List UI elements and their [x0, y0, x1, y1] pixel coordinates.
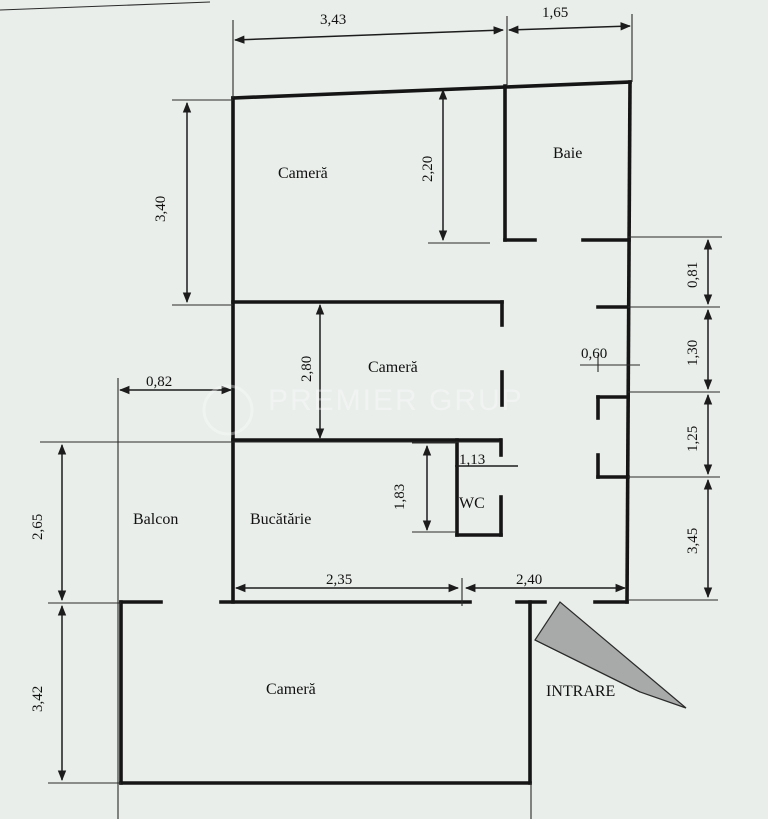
room-label-balcon: Balcon	[133, 511, 178, 528]
dimension-lines	[40, 14, 722, 819]
watermark: PREMIER GRUP	[202, 384, 524, 436]
dim-label-balcony-width: 0,82	[146, 374, 172, 390]
room-label-intrare: INTRARE	[546, 683, 615, 700]
dim-label-wc-height: 1,83	[392, 484, 408, 510]
dim-line-top-camera	[233, 26, 505, 44]
room-label-wc: WC	[459, 495, 485, 512]
dimension-labels: 3,43 1,65 3,40 2,20 2,80 0,82 1,13 1,83 …	[30, 5, 701, 712]
dim-label-kitchen-width: 2,35	[326, 572, 352, 588]
walls	[119, 80, 632, 785]
watermark-logo-icon	[202, 384, 254, 436]
room-label-camera-bottom: Cameră	[266, 681, 316, 698]
dim-label-top-camera: 3,43	[320, 12, 346, 28]
entry-arrow	[534, 601, 687, 709]
dim-label-entry-width: 2,40	[516, 572, 542, 588]
dim-label-bottom-camera-height: 3,42	[30, 686, 46, 712]
dim-label-balcony-height: 2,65	[30, 514, 46, 540]
dim-line-top-baie	[507, 22, 632, 34]
dim-label-right-b: 1,30	[685, 340, 701, 366]
room-label-camera-middle: Cameră	[368, 359, 418, 376]
dim-label-top-baie: 1,65	[542, 5, 568, 21]
dim-label-wc-width: 1,13	[459, 452, 485, 468]
room-labels: Cameră Baie Cameră WC Bucătărie Balcon C…	[133, 145, 615, 700]
wall-right	[625, 80, 632, 604]
room-label-camera-top: Cameră	[278, 165, 328, 182]
wall-top	[231, 80, 632, 100]
dim-label-inner-height: 2,20	[420, 156, 436, 182]
dim-label-right-d: 3,45	[685, 528, 701, 554]
dim-label-right-c: 1,25	[685, 426, 701, 452]
room-label-baie: Baie	[553, 145, 582, 162]
room-label-bucatarie: Bucătărie	[250, 511, 311, 528]
paper-edge-line	[0, 1, 211, 11]
dim-label-door-width: 0,60	[581, 346, 607, 362]
dim-label-right-a: 0,81	[685, 262, 701, 288]
dim-label-middle-camera-height: 2,80	[299, 356, 315, 382]
watermark-text: PREMIER GRUP	[268, 384, 524, 417]
dim-label-camera-top-height: 3,40	[153, 196, 169, 222]
